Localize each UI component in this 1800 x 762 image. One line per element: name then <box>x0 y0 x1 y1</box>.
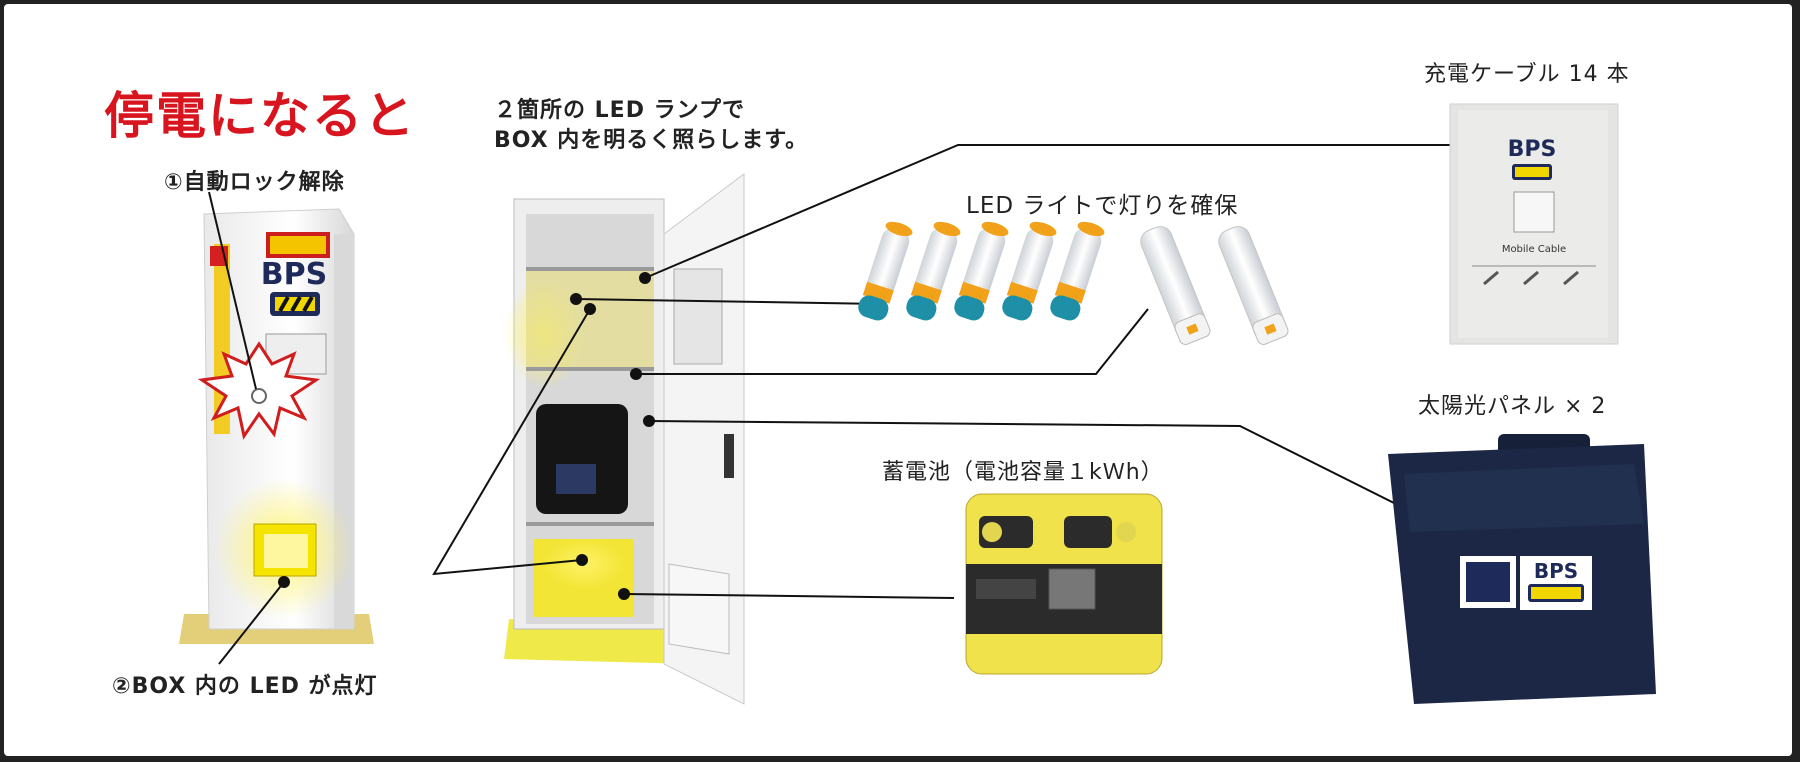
lock-point-icon <box>251 388 267 404</box>
led-lamp-caption-line2: BOX 内を明るく照らします。 <box>494 128 809 153</box>
headline: 停電になると <box>104 87 416 145</box>
cable-box-text: Mobile Cable <box>1502 244 1566 255</box>
led-lamp-caption-line1: ２箇所の LED ランプで <box>494 98 745 123</box>
solar-panel-label: 太陽光パネル × 2 <box>1418 394 1607 419</box>
diagram-illustration: BPS <box>179 103 1656 705</box>
step-box-led-label: ②BOX 内の LED が点灯 <box>112 674 378 699</box>
led-light-label: LED ライトで灯りを確保 <box>966 193 1239 219</box>
solar-bps-logo: BPS <box>1534 559 1578 583</box>
battery-label: 蓄電池（電池容量１kＷh） <box>882 460 1164 485</box>
led-tube-icon <box>1140 226 1211 345</box>
cable-box: BPS Mobile Cable <box>1449 103 1619 345</box>
led-stick-icon <box>954 221 1009 321</box>
unit-bps-logo: BPS <box>261 257 327 292</box>
led-light-group <box>858 221 1289 345</box>
battery-unit <box>965 493 1163 675</box>
charging-cable-label: 充電ケーブル 14 本 <box>1424 62 1630 87</box>
led-stick-icon <box>1050 221 1105 321</box>
diagram-panel: BPS <box>4 4 1792 756</box>
led-stick-icon <box>1002 221 1057 321</box>
unit-hazard-stripe <box>270 292 320 316</box>
step-unlock-label: ①自動ロック解除 <box>164 170 345 195</box>
storage-locker <box>504 173 745 705</box>
led-tube-icon <box>1218 226 1289 345</box>
solar-panel-bag: BPS <box>1388 434 1656 704</box>
cable-box-logo: BPS <box>1508 137 1557 162</box>
led-stick-icon <box>858 221 913 321</box>
charging-unit: BPS <box>179 208 374 644</box>
unit-sign <box>266 232 330 258</box>
led-stick-icon <box>906 221 961 321</box>
